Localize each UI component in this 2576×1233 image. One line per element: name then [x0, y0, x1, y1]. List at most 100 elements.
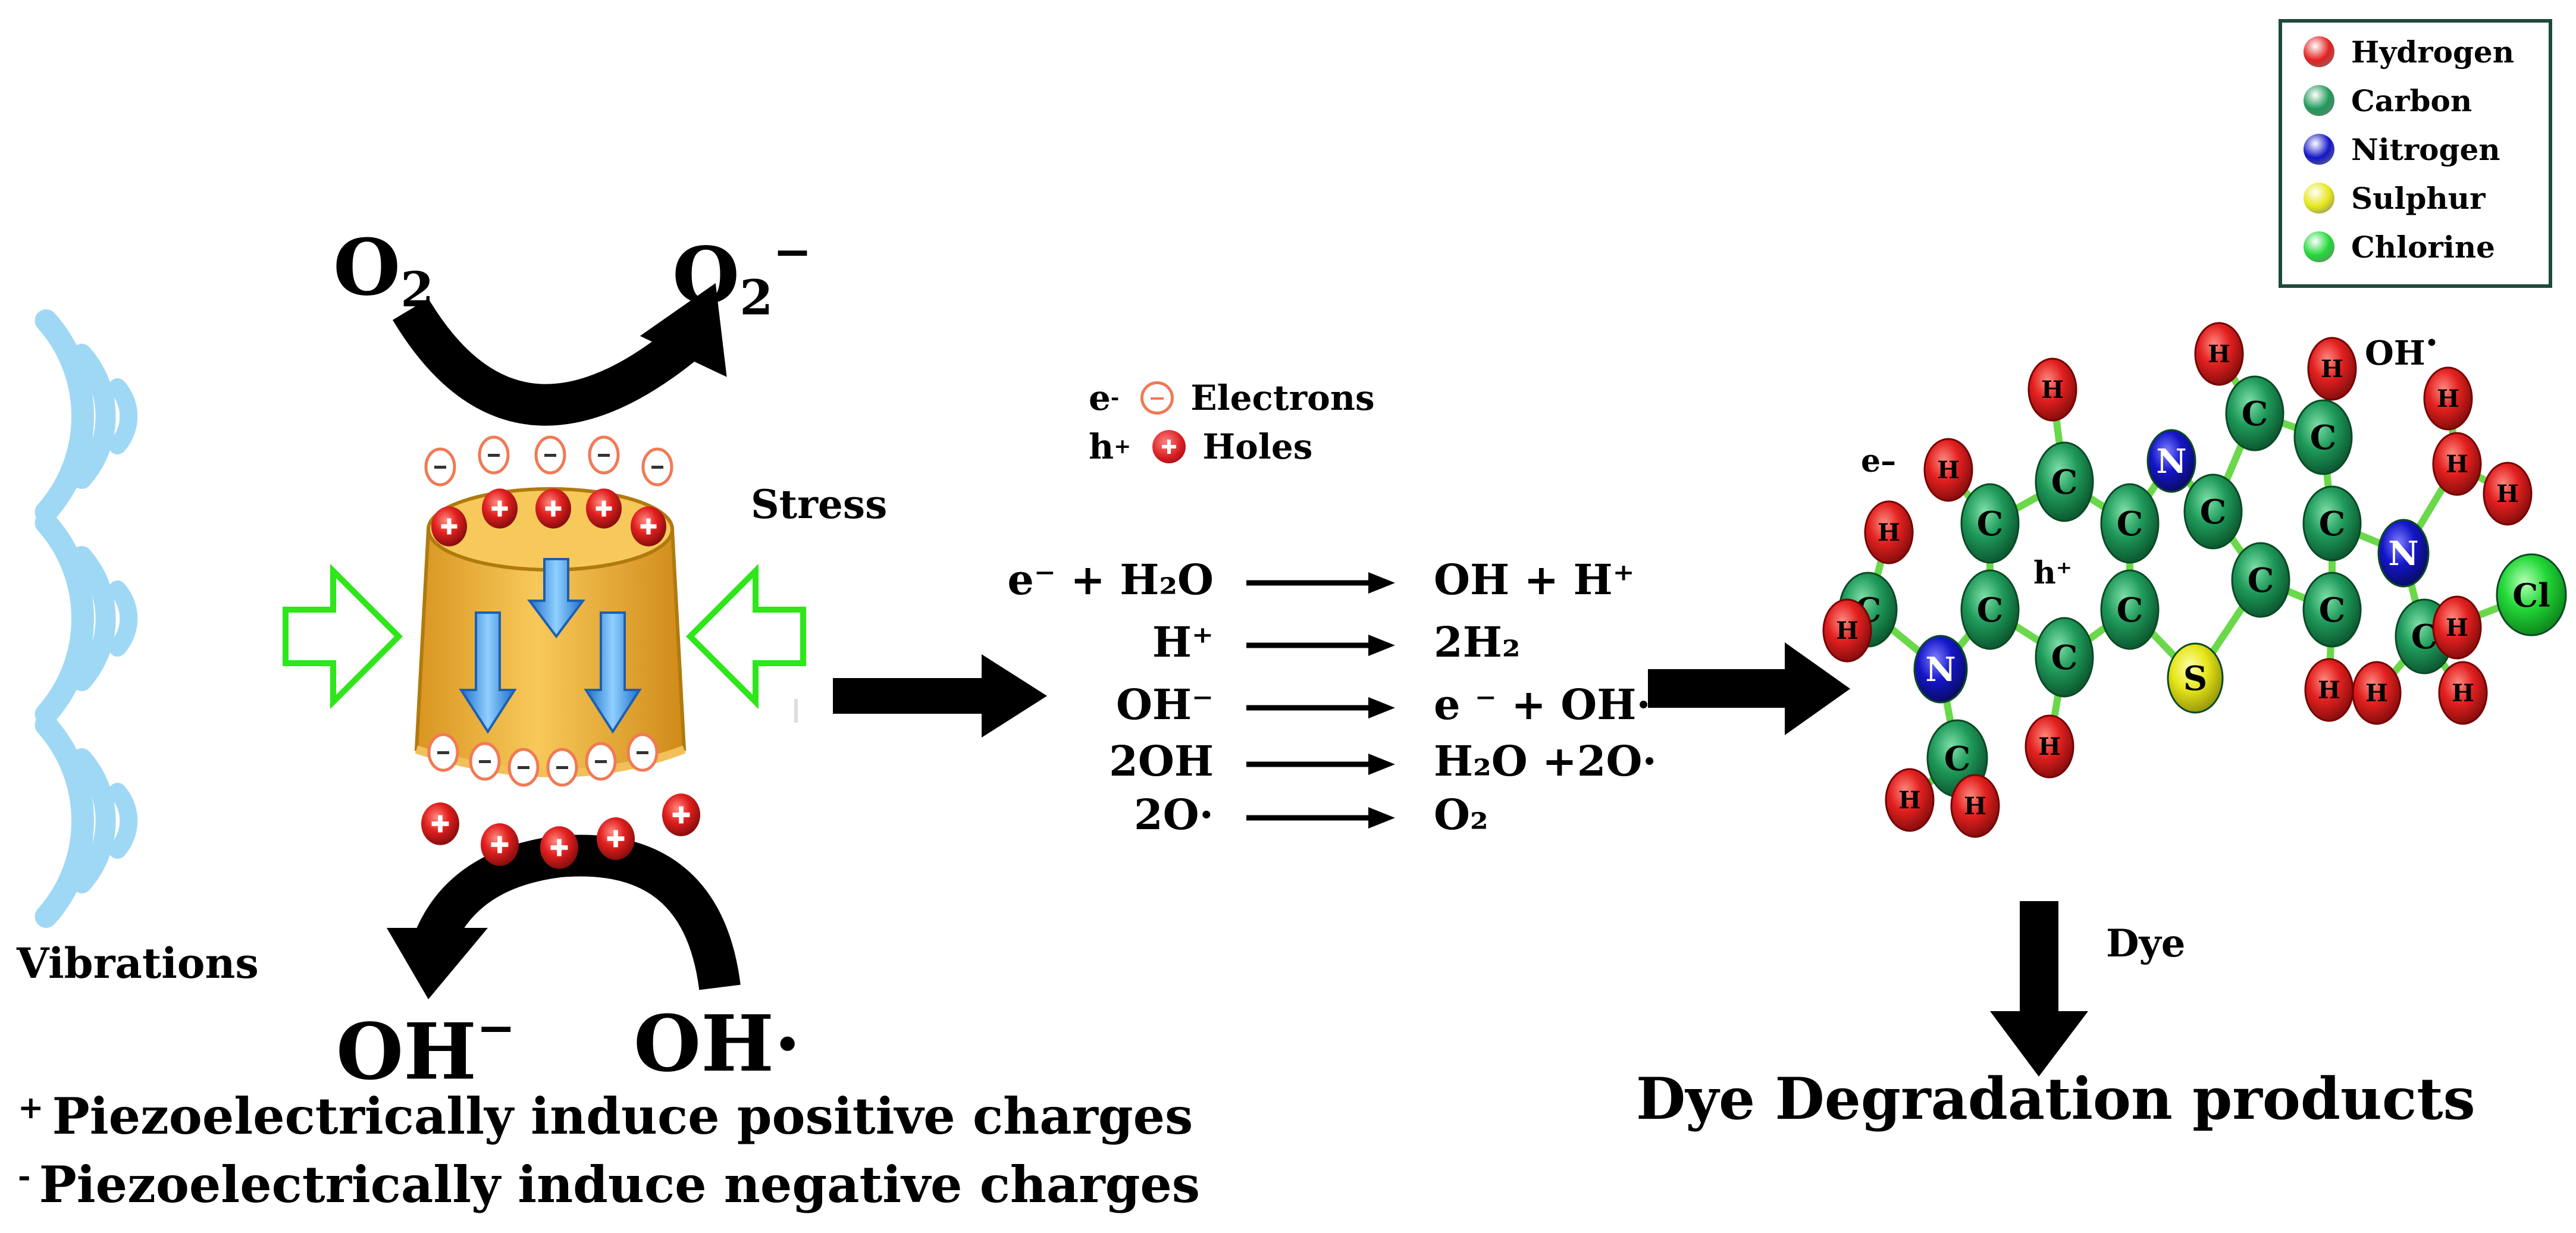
reaction-reactants: H⁺: [1152, 617, 1214, 667]
electron-charge: [534, 435, 566, 475]
hydrogen-atom: H: [2307, 337, 2357, 401]
nitrogen-atom: N: [2146, 429, 2196, 493]
atom-symbol: H: [2496, 480, 2519, 508]
atom-symbol: H: [2446, 614, 2468, 642]
flow-arrow-to-products: [1990, 901, 2088, 1077]
legend-label: Sulphur: [2351, 180, 2486, 216]
atom-symbol: C: [2117, 504, 2143, 544]
atom-symbol: C: [2319, 591, 2346, 630]
hole-charge: [535, 488, 571, 529]
vibration-wave-arc: [35, 309, 94, 523]
electron-charge: [507, 748, 540, 787]
legend-item: Hydrogen: [2304, 31, 2514, 73]
hydroxyl-radical-label: OH·: [634, 998, 801, 1089]
negative-charge-note: -Piezoelectrically induce negative charg…: [18, 1155, 1201, 1214]
vibration-wave-arc: [35, 714, 94, 928]
hydrogen-atom: H: [2194, 322, 2244, 386]
hydrogen-atom: H: [1923, 438, 1973, 502]
hole-charge: [540, 826, 578, 869]
vibration-wave-arc: [108, 783, 138, 859]
dye-label: Dye: [2106, 921, 2186, 966]
molecule-electron-label: e–: [1861, 443, 1897, 479]
compression-arrow-right: [685, 563, 806, 710]
atom-symbol: C: [2051, 638, 2078, 677]
hydroxide-label: OH−: [336, 1001, 516, 1097]
vibration-wave-arc: [71, 344, 116, 489]
legend-swatch: [2304, 134, 2334, 165]
vibration-wave-arc: [108, 378, 138, 454]
electron-charge: [585, 742, 617, 781]
atom-symbol: C: [2248, 561, 2274, 600]
atom-symbol: C: [1977, 591, 2004, 630]
atom-symbol: H: [2446, 450, 2468, 478]
atom-symbol: H: [1836, 617, 1859, 645]
carbon-atom: C: [2302, 572, 2362, 648]
hole-charge: [421, 802, 459, 845]
electron-charge: [427, 733, 459, 772]
atom-symbol: N: [1925, 650, 1955, 689]
electron-symbol-icon: [1140, 381, 1174, 415]
atom-symbol: Cl: [2512, 576, 2550, 614]
hydrogen-atom: H: [2438, 661, 2488, 725]
atom-symbol: C: [2200, 492, 2227, 532]
hydrogen-atom: H: [1864, 500, 1914, 564]
reaction-reactants: e⁻ + H₂O: [1007, 555, 1214, 604]
hole-charge: [431, 506, 467, 547]
carbon-atom: C: [2100, 483, 2160, 564]
atom-symbol: C: [1944, 739, 1971, 779]
reaction-products: O₂: [1434, 790, 1488, 839]
electron-charge: [478, 435, 510, 475]
legend-item: Sulphur: [2304, 177, 2485, 219]
legend-item: Chlorine: [2304, 226, 2495, 268]
legend-item: Nitrogen: [2304, 128, 2500, 170]
legend-swatch: [2304, 36, 2334, 67]
surface-charges: [421, 435, 700, 869]
hydrogen-atom: H: [2432, 432, 2482, 496]
oh-oxidation-arrow: [415, 834, 741, 990]
flow-arrow-to-reactions: [833, 654, 1047, 738]
atom-symbol: C: [1977, 504, 2004, 544]
nitrogen-atom: N: [2377, 519, 2430, 588]
hole-charge: [482, 488, 518, 529]
chlorine-atom: Cl: [2496, 553, 2567, 636]
hole-symbol-icon: [1152, 430, 1186, 463]
molecule-hole-label: h⁺: [2033, 555, 2073, 591]
atom-symbol: H: [2365, 679, 2388, 707]
atom-symbol: N: [2156, 442, 2186, 481]
reaction-arrowhead: [1368, 635, 1395, 656]
sulphur-atom: S: [2167, 642, 2224, 714]
legend-item: Carbon: [2304, 80, 2472, 121]
internal-stress-arrows: [459, 558, 642, 734]
hole-charge: [662, 793, 700, 836]
hole-key: h+ Holes: [1089, 426, 1313, 467]
stress-label: Stress: [751, 481, 888, 528]
superoxide-product-label: O2−: [672, 225, 812, 327]
reaction-products: OH + H⁺: [1434, 555, 1635, 604]
legend-label: Carbon: [2351, 83, 2472, 118]
vibration-wave-arc: [35, 512, 94, 726]
atom-symbol: H: [2041, 376, 2064, 404]
legend-swatch: [2304, 85, 2334, 116]
reaction-products: H₂O +2O·: [1434, 736, 1657, 786]
nitrogen-atom: N: [1913, 635, 1968, 704]
hydrogen-atom: H: [2423, 366, 2473, 431]
reaction-arrowhead: [1368, 807, 1395, 829]
carbon-atom: C: [2225, 375, 2284, 451]
hydrogen-atom: H: [2352, 661, 2402, 725]
atom-symbol: C: [2319, 504, 2346, 544]
molecule-hydroxyl-label: OH•: [2365, 331, 2439, 374]
hydrogen-atom: H: [2025, 714, 2074, 779]
atom-symbol: H: [2318, 676, 2340, 704]
electron-charge: [641, 447, 673, 487]
oh-oxidation-arrowhead: [387, 928, 488, 999]
compression-arrow-left: [283, 563, 403, 710]
hydrogen-atom: H: [1885, 768, 1935, 832]
reaction-arrowhead: [1368, 572, 1395, 594]
carbon-atom: C: [2035, 441, 2094, 522]
vibrations-label: Vibrations: [17, 939, 259, 988]
legend-swatch: [2304, 183, 2334, 214]
reaction-products: e ⁻ + OH·: [1434, 680, 1651, 729]
carbon-atom: C: [2183, 473, 2243, 550]
